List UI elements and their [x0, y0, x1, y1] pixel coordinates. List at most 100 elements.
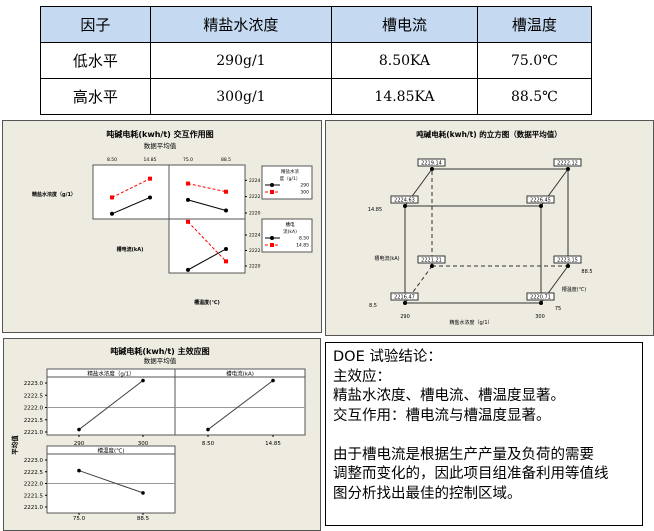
legend-marker: [270, 236, 274, 240]
effect-line: [207, 380, 274, 430]
value-label-box: [390, 292, 419, 301]
interaction-panel: [168, 218, 246, 274]
legend-title: 槽电: [286, 221, 295, 228]
cube-point: [430, 167, 434, 171]
chart-title: 吨碱电耗(kwh/t) 的立方图（数据平均值）: [416, 129, 562, 139]
effect-panel: [174, 368, 306, 436]
conclusion-line: 图分析找出最佳的控制区域。: [333, 485, 522, 502]
y-tick-label: 2220: [249, 264, 261, 270]
top-tick-label: 14.85: [144, 157, 157, 163]
value-label-box: [417, 158, 446, 167]
x-tick-label: 8.50: [202, 441, 215, 447]
legend-entry: 300: [300, 190, 309, 196]
effect-panel-header: [46, 445, 176, 455]
panel-label: 槽温度(℃): [98, 447, 125, 455]
conclusion-box: DOE 试验结论： 主效应： 精盐水浓度、槽电流、槽温度显著。 交互作用：槽电流…: [325, 342, 643, 526]
cube-value-label: 2223.15: [557, 258, 578, 264]
table-row: 低水平 290g/1 8.50KA 75.0℃: [40, 42, 593, 79]
axis-label: 槽温度(℃): [562, 286, 587, 293]
series-line-300: [187, 183, 227, 193]
header-cell: 槽电流: [331, 6, 478, 43]
effect-line: [78, 380, 144, 430]
data-point: [148, 176, 152, 181]
x-tick-label: 14.85: [265, 441, 281, 447]
table-cell: 88.5℃: [476, 78, 593, 115]
axis-label: 精盐水浓度（g/1）: [449, 319, 492, 326]
y-tick-label: 2222: [249, 194, 261, 200]
data-point: [224, 246, 228, 251]
legend-entry: 290: [300, 183, 309, 189]
chart-subtitle: 数据平均值: [144, 356, 177, 365]
axis-tick-label: 14.85: [368, 207, 382, 213]
row-label: 精盐水浓度（g/1）: [32, 191, 76, 198]
cube-value-label: 2226.45: [530, 198, 551, 204]
conclusion-line: 由于槽电流是根据生产产量及负荷的需要: [333, 446, 594, 463]
row-label: 槽温度(℃): [194, 299, 220, 306]
table-cell: 14.85KA: [331, 78, 478, 115]
cube-point: [539, 301, 543, 305]
y-tick-label: 2221.0: [24, 505, 44, 511]
legend-marker: [270, 183, 274, 187]
data-point: [110, 195, 114, 200]
data-point: [141, 491, 145, 495]
series-line-8.50: [187, 248, 227, 271]
panel-label: 精盐水浓度（g/1）: [87, 370, 134, 378]
table-cell: 高水平: [40, 78, 151, 115]
cube-value-label: 2216.47: [394, 295, 415, 301]
header-cell: 槽温度: [476, 6, 593, 43]
y-tick-label: 2222: [249, 248, 261, 254]
conclusion-line: 调整而变化的，因此项目组准备利用等值线: [333, 466, 609, 482]
y-tick-label: 2224: [249, 178, 261, 184]
effect-panel-header: [174, 368, 306, 378]
axis-tick-label: 88.5: [581, 269, 592, 275]
data-point: [186, 181, 190, 186]
conclusion-line: [333, 426, 635, 446]
y-tick-label: 2222.0: [24, 406, 44, 412]
axis-label: 槽电流(kA): [374, 255, 399, 262]
axis-tick-label: 290: [400, 314, 410, 320]
y-axis-label: 平均值: [10, 435, 19, 455]
top-tick-label: 75.0: [183, 157, 193, 163]
cube-plot-panel: [325, 120, 654, 336]
value-label-box: [390, 195, 419, 204]
axis-tick-label: 300: [535, 314, 545, 320]
cube-point: [430, 264, 434, 268]
legend-title: 度（g/1）: [280, 175, 301, 182]
table-row: 高水平 300g/1 14.85KA 88.5℃: [40, 78, 593, 115]
y-tick-label: 2221.0: [24, 430, 44, 436]
conclusion-line: 精盐水浓度、槽电流、槽温度显著。: [333, 388, 565, 404]
cube-value-label: 2221.21: [421, 258, 442, 264]
cube-value-label: 2224.63: [394, 198, 415, 204]
row-label: 槽电流(kA): [117, 246, 144, 253]
y-tick-label: 2223.0: [24, 381, 44, 387]
conclusion-line: 主效应：: [333, 368, 391, 385]
data-point: [206, 427, 210, 432]
factor-table: 因子 精盐水浓度 槽电流 槽温度 低水平 290g/1 8.50KA 75.0℃…: [40, 6, 593, 115]
table-cell: 8.50KA: [331, 42, 478, 79]
data-point: [186, 219, 190, 224]
data-point: [77, 427, 81, 432]
header-cell: 精盐水浓度: [149, 6, 333, 43]
data-point: [224, 208, 228, 213]
table-cell: 75.0℃: [476, 42, 593, 79]
chart-subtitle: 数据平均值: [144, 141, 177, 150]
value-label-box: [526, 195, 555, 204]
main-effects-plot: 吨碱电耗(kwh/t) 主效应图数据平均值精盐水浓度（g/1）2223.0222…: [10, 346, 306, 522]
cube-point: [403, 204, 407, 208]
y-tick-label: 2222.0: [24, 482, 44, 488]
panel-label: 槽电流(kA): [226, 370, 254, 378]
value-label-box: [553, 255, 582, 264]
table-cell: 290g/1: [149, 42, 333, 79]
cube-plot: 吨碱电耗(kwh/t) 的立方图（数据平均值） 2216.47 2220.71 222…: [368, 129, 593, 326]
x-tick-label: 300: [138, 441, 149, 447]
conclusion-line: DOE 试验结论：: [333, 349, 442, 365]
y-tick-label: 2224: [249, 233, 261, 239]
cube-value-label: 2220.71: [530, 295, 551, 301]
value-label-box: [417, 255, 446, 264]
series-line-14.85: [187, 221, 227, 262]
table-cell: 低水平: [40, 42, 151, 79]
table-header-row: 因子 精盐水浓度 槽电流 槽温度: [40, 6, 593, 43]
y-tick-label: 2223.0: [24, 458, 44, 464]
data-point: [271, 378, 275, 383]
